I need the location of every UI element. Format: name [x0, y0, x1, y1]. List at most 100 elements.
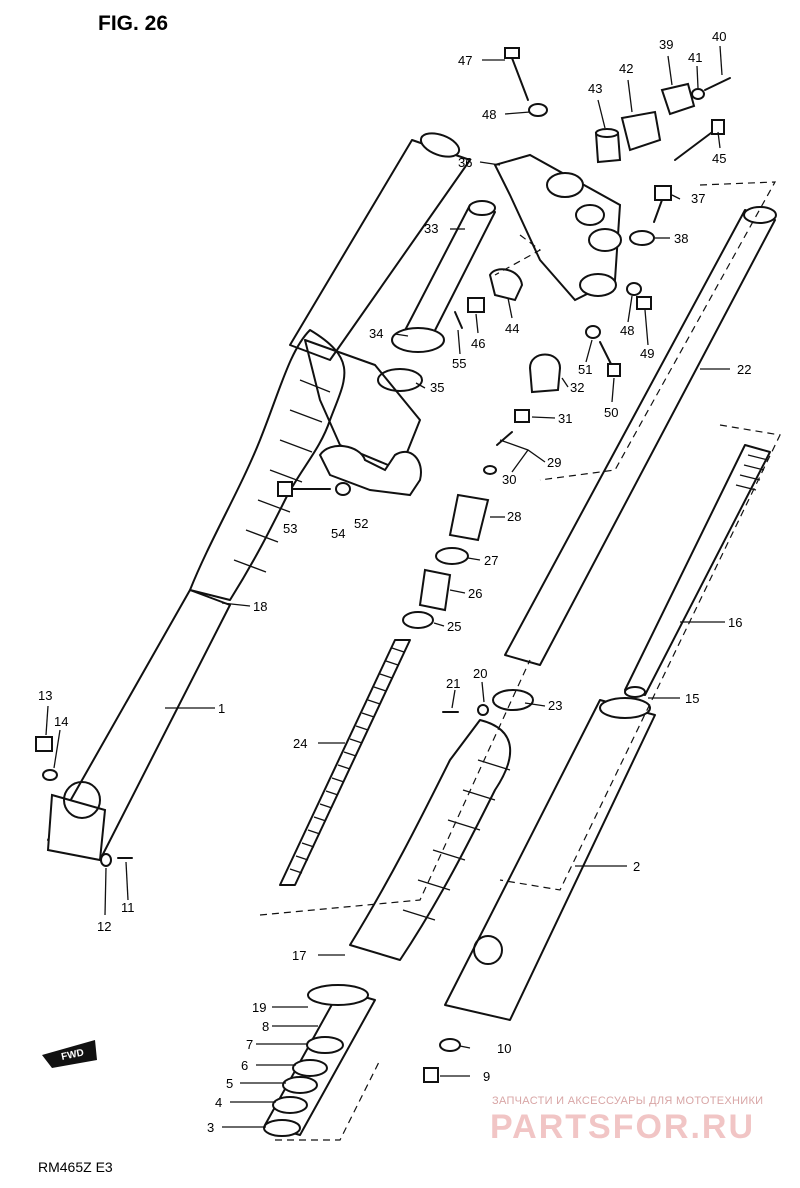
dash-right-mid — [499, 424, 781, 891]
callout-17: 17 — [292, 948, 306, 963]
ring-7 — [306, 1036, 344, 1054]
callout-48b: 48 — [620, 323, 634, 338]
dash-bottom — [275, 1059, 381, 1141]
holder-43-top — [595, 128, 619, 138]
callout-5: 5 — [226, 1076, 233, 1091]
right-outer-top — [599, 697, 651, 719]
boot-ribs — [233, 379, 331, 573]
bracket-hole-1 — [546, 172, 584, 198]
watermark: ЗАПЧАСТИ И АКСЕССУАРЫ ДЛЯ МОТОТЕХНИКИ PA… — [490, 1095, 763, 1146]
cap-bolt-set — [402, 409, 530, 629]
ring-3 — [263, 1119, 301, 1137]
bearing-34 — [391, 327, 445, 353]
clamp-19 — [307, 984, 369, 1006]
callout-54: 54 — [331, 526, 345, 541]
right-axle-boss — [473, 935, 503, 965]
ring-6 — [292, 1059, 328, 1077]
axle-boss — [63, 781, 101, 819]
plug-31 — [514, 409, 530, 423]
callout-22: 22 — [737, 362, 751, 377]
callout-42: 42 — [619, 61, 633, 76]
dash-right-top — [539, 181, 777, 481]
callout-3: 3 — [207, 1120, 214, 1135]
callout-14: 14 — [54, 714, 68, 729]
callout-29: 29 — [547, 455, 561, 470]
upper-bracket-assembly — [454, 47, 731, 394]
callout-38: 38 — [674, 231, 688, 246]
nut-46 — [467, 297, 485, 313]
left-fork-assembly — [35, 132, 471, 867]
pin-55 — [454, 311, 463, 329]
callout-21: 21 — [446, 676, 460, 691]
washer-48 — [626, 282, 642, 296]
washer-51 — [585, 325, 601, 339]
cap-bolt-28 — [448, 493, 490, 542]
spring-coils — [289, 647, 405, 874]
callout-30: 30 — [502, 472, 516, 487]
callouts: 47 48 36 43 42 39 41 40 45 37 38 33 44 3… — [38, 29, 751, 1135]
cap-32 — [528, 353, 562, 394]
bracket-hole-2 — [575, 204, 605, 226]
bolt-47-shaft — [511, 57, 529, 101]
callout-13: 13 — [38, 688, 52, 703]
bolt-40 — [704, 77, 731, 91]
fwd-arrow: FWD — [42, 1040, 97, 1068]
steering-stem-assembly — [277, 200, 496, 497]
ring-20 — [477, 704, 489, 716]
callout-6: 6 — [241, 1058, 248, 1073]
washer-10 — [439, 1038, 461, 1052]
lower-stack — [263, 984, 376, 1137]
right-inner-tube — [504, 209, 776, 666]
callout-9: 9 — [483, 1069, 490, 1084]
callout-18: 18 — [253, 599, 267, 614]
washer-41 — [691, 88, 705, 100]
washer-48-top — [528, 103, 548, 117]
callout-33: 33 — [424, 221, 438, 236]
callout-11: 11 — [121, 900, 135, 915]
bolt-47-head — [504, 47, 520, 59]
callout-26: 26 — [468, 586, 482, 601]
nut-49 — [636, 296, 652, 310]
callout-53: 53 — [283, 521, 297, 536]
right-tube-top — [743, 206, 777, 224]
right-fork-boot — [349, 719, 512, 961]
figure-title: FIG. 26 — [98, 12, 168, 35]
callout-36: 36 — [458, 155, 472, 170]
spacer-26 — [418, 568, 452, 612]
callout-2: 2 — [633, 859, 640, 874]
bolt-9 — [423, 1067, 439, 1083]
callout-16: 16 — [728, 615, 742, 630]
clamp-52 — [318, 444, 422, 497]
right-boot-ribs — [402, 759, 511, 921]
cap-44 — [488, 268, 524, 302]
left-tube-cap — [419, 132, 461, 158]
callout-19: 19 — [252, 1000, 266, 1015]
watermark-brand: PARTSFOR.RU — [490, 1108, 755, 1146]
callout-20: 20 — [473, 666, 487, 681]
seal-23 — [492, 689, 534, 711]
model-code: RM465Z E3 — [38, 1159, 113, 1175]
callout-24: 24 — [293, 736, 307, 751]
valve-30 — [496, 431, 513, 446]
washer-54 — [335, 482, 351, 496]
callout-34: 34 — [369, 326, 383, 341]
axle-holder — [46, 793, 107, 862]
callout-49: 49 — [640, 346, 654, 361]
washer-12 — [100, 853, 112, 867]
washer-38 — [629, 230, 655, 246]
right-outer-tube — [444, 699, 656, 1021]
callout-25: 25 — [447, 619, 461, 634]
bolt-53-head — [277, 481, 293, 497]
callout-7: 7 — [246, 1037, 253, 1052]
rod-base-15 — [624, 686, 646, 698]
callout-40: 40 — [712, 29, 726, 44]
leader-lines — [45, 45, 730, 1128]
callout-46: 46 — [471, 336, 485, 351]
lower-bracket — [304, 339, 421, 471]
oring-27 — [435, 547, 469, 565]
bolt-37-head — [654, 185, 672, 201]
assembly-lines — [259, 181, 781, 1141]
callout-8: 8 — [262, 1019, 269, 1034]
callout-28: 28 — [507, 509, 521, 524]
